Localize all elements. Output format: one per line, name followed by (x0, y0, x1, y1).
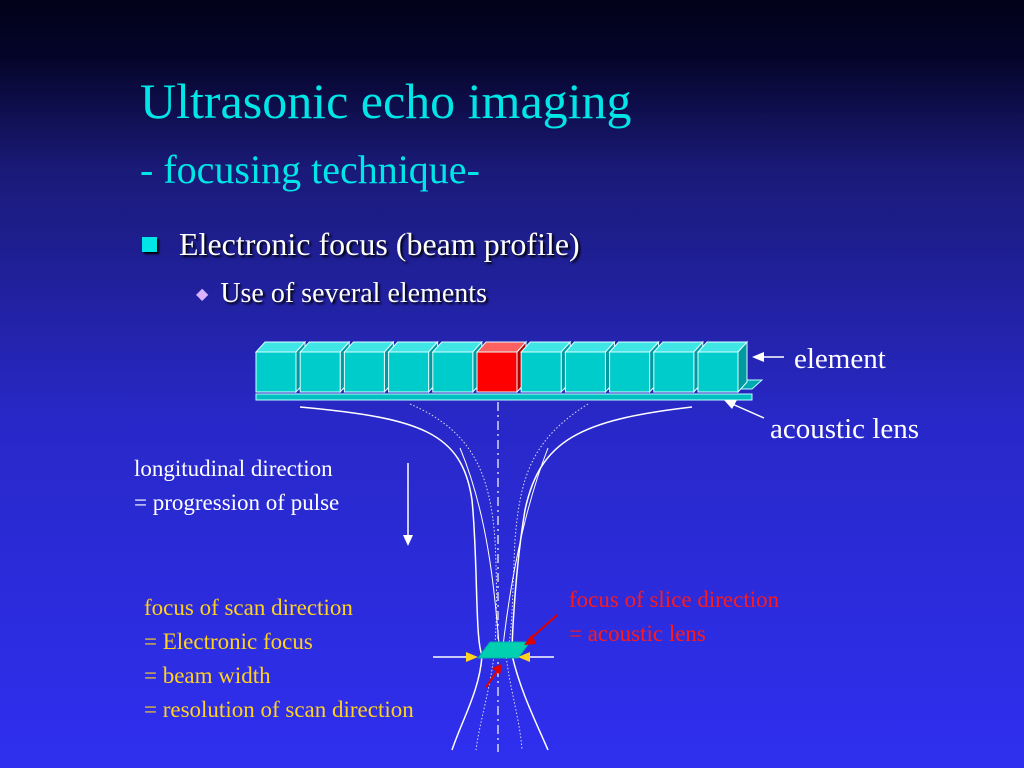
element-label: element (794, 343, 886, 375)
scan-focus-arrow-left-icon (466, 652, 478, 662)
bullet-level2: ◆ Use of several elements (196, 278, 487, 310)
slide-title: Ultrasonic echo imaging (140, 73, 632, 129)
slide-subtitle: - focusing technique- (140, 147, 480, 192)
slice-focus-note: focus of slice direction = acoustic lens (569, 583, 779, 651)
slice-focus-arrow-top-icon (524, 634, 536, 645)
bullet-level2-text: Use of several elements (220, 278, 487, 309)
beam-envelope-left (299, 406, 483, 751)
slice-focus-line2: = acoustic lens (569, 621, 706, 646)
slice-focus-arrow-bottom-icon (492, 664, 502, 675)
scan-focus-line2: = Electronic focus (144, 629, 313, 654)
slice-focus-line-right (505, 403, 589, 751)
longitudinal-arrow-head-icon (403, 535, 413, 546)
element-pointer-arrow-icon (752, 352, 764, 362)
longitudinal-line2: = progression of pulse (134, 490, 340, 515)
scan-focus-line1: focus of scan direction (144, 595, 353, 620)
transducer-element (608, 340, 660, 394)
longitudinal-line1: longitudinal direction (134, 456, 333, 481)
transducer-element (652, 340, 704, 394)
transducer-element (564, 340, 616, 394)
transducer-element (343, 340, 395, 394)
beam-envelope-right (511, 406, 693, 751)
scan-focus-arrow-right-icon (518, 652, 530, 662)
scan-focus-line3: = beam width (144, 663, 271, 688)
transducer-element (431, 340, 483, 394)
transducer-element-active (475, 340, 528, 394)
scan-focus-note: focus of scan direction = Electronic foc… (144, 591, 414, 727)
transducer-element (254, 340, 307, 394)
transducer-element (520, 340, 572, 394)
transducer-element (299, 340, 351, 394)
scan-focus-line4: = resolution of scan direction (144, 697, 414, 722)
lens-pointer-arrow-icon (724, 400, 737, 409)
bullet-level1-text: Electronic focus (beam profile) (179, 226, 580, 262)
transducer-element (696, 340, 749, 394)
diamond-bullet-icon: ◆ (196, 286, 209, 303)
longitudinal-note: longitudinal direction = progression of … (134, 452, 339, 520)
slice-focus-line-left (409, 403, 498, 751)
transducer-element (387, 340, 439, 394)
element-array (254, 340, 749, 394)
bullet-level1: Electronic focus (beam profile) (142, 226, 580, 263)
slice-focus-line1: focus of slice direction (569, 587, 780, 612)
square-bullet-icon (142, 237, 157, 252)
acoustic-lens-label: acoustic lens (770, 413, 919, 445)
